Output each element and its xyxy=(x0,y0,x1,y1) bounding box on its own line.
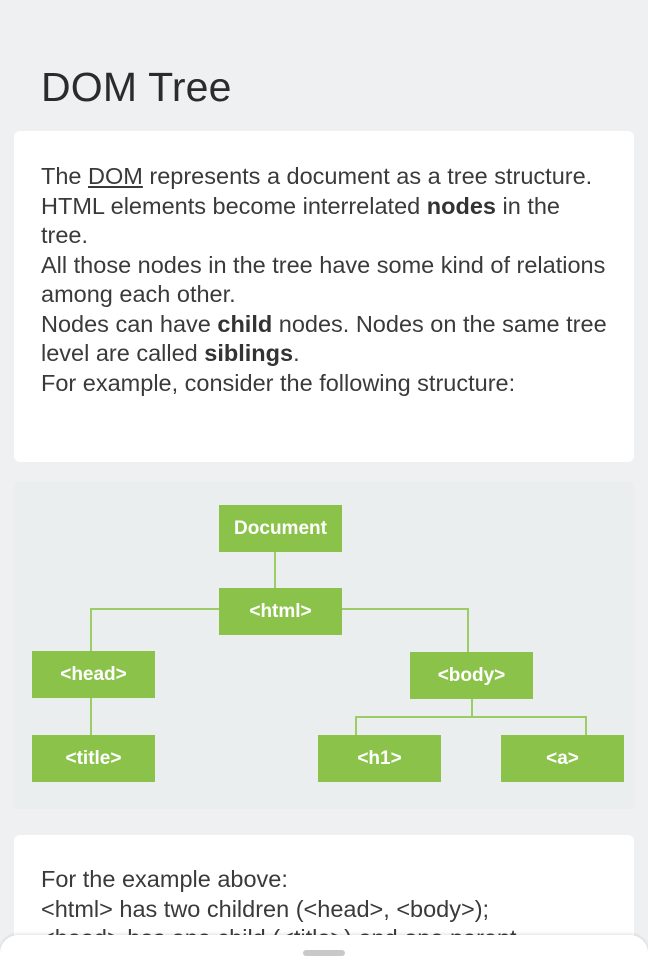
connector-head-title xyxy=(90,697,92,735)
node-html: <html> xyxy=(219,588,342,635)
dom-link[interactable]: DOM xyxy=(88,163,143,189)
connector-h1-v xyxy=(355,716,357,735)
node-h1: <h1> xyxy=(318,735,441,782)
connector-head-v xyxy=(90,608,92,651)
node-title: <title> xyxy=(32,735,155,782)
node-document: Document xyxy=(219,505,342,552)
intro-text: The DOM represents a document as a tree … xyxy=(41,163,607,396)
connector-document-html xyxy=(274,551,276,588)
node-a: <a> xyxy=(501,735,624,782)
node-body: <body> xyxy=(410,652,533,699)
connector-body-v xyxy=(467,608,469,652)
bottom-sheet[interactable] xyxy=(0,935,648,975)
connector-body-down xyxy=(471,698,473,716)
connector-body-h xyxy=(355,716,587,718)
page-title: DOM Tree xyxy=(41,64,232,110)
intro-card: The DOM represents a document as a tree … xyxy=(14,131,634,462)
drag-handle[interactable] xyxy=(303,950,345,956)
connector-a-v xyxy=(585,716,587,735)
dom-tree-diagram: Document <html> <head> <body> <title> <h… xyxy=(14,482,634,809)
node-head: <head> xyxy=(32,651,155,698)
